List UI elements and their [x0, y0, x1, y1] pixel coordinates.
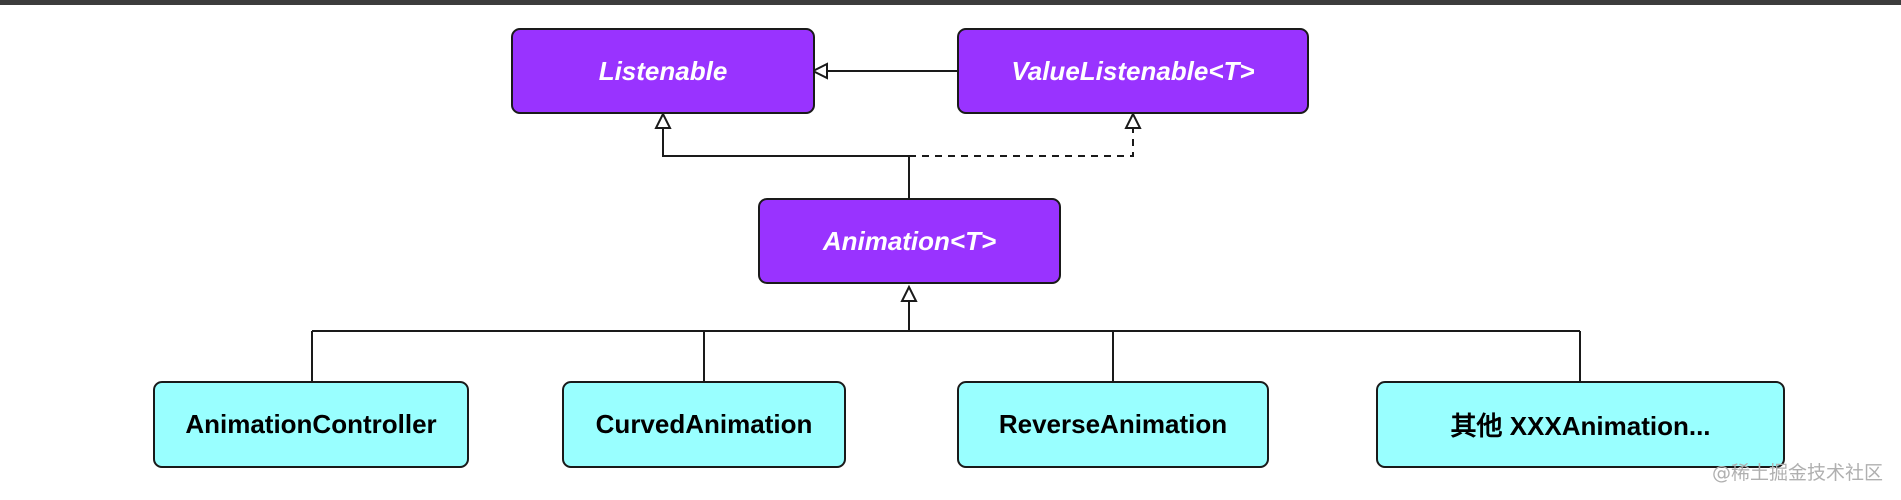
- node-animation: Animation<T>: [758, 198, 1061, 284]
- node-listenable-label: Listenable: [598, 55, 728, 86]
- node-reverse-animation: ReverseAnimation: [957, 381, 1269, 468]
- top-border: [0, 0, 1901, 5]
- inheritance-arrow-animation-bottom: [900, 284, 918, 302]
- node-curved-animation-label: CurvedAnimation: [595, 409, 813, 439]
- node-animation-controller: AnimationController: [153, 381, 469, 468]
- inheritance-arrow-listenable-right: [810, 62, 828, 80]
- edge-animation-to-valuelistenable: [909, 128, 1134, 157]
- node-reverse-animation-label: ReverseAnimation: [998, 409, 1228, 439]
- edge-animation-to-listenable: [662, 128, 910, 198]
- node-curved-animation: CurvedAnimation: [562, 381, 846, 468]
- node-other-animation: 其他 XXXAnimation...: [1376, 381, 1785, 468]
- node-value-listenable-label: ValueListenable<T>: [1011, 55, 1255, 86]
- node-other-animation-label: 其他 XXXAnimation...: [1450, 411, 1711, 441]
- node-animation-controller-label: AnimationController: [185, 409, 437, 439]
- node-listenable: Listenable: [511, 28, 815, 114]
- inheritance-arrow-listenable-bottom: [654, 111, 672, 129]
- node-value-listenable: ValueListenable<T>: [957, 28, 1309, 114]
- inheritance-arrow-valuelistenable-bottom: [1124, 111, 1142, 129]
- node-animation-label: Animation<T>: [822, 225, 997, 256]
- watermark: @稀土掘金技术社区: [1712, 462, 1884, 484]
